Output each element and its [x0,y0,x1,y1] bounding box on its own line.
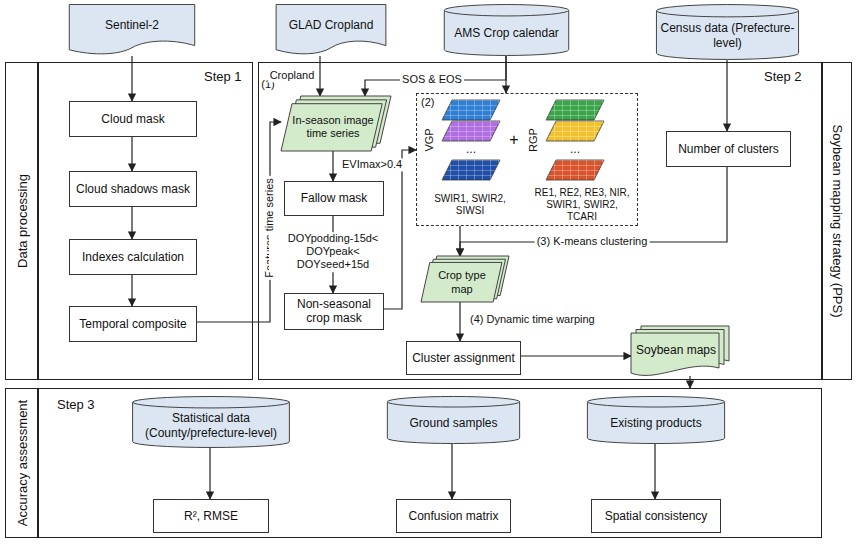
annotation: RE1, RE2, RE3, NIR, SWIR1, SWIR2, TCARI [532,187,632,223]
flow-arrow [654,444,655,499]
step-heading: Step 1 [204,69,242,84]
annotation: ... [570,142,580,156]
process-box: Number of clusters [666,131,791,167]
side-band: Accuracy assessment [5,388,38,538]
vgp-grids [442,100,500,180]
annotation: ... [466,142,476,156]
node-text: In-season image time series [291,114,375,140]
process-box: Fallow mask [284,181,384,216]
process-box: Cluster assignment [406,341,521,375]
flow-arrow [459,302,460,341]
node-text: Ground samples [409,416,497,430]
flow-arrow [451,444,452,499]
edge-label: EVImax>0.4 [340,158,404,171]
process-box: Cloud mask [69,101,197,137]
node-text: Cloud shadows mask [76,182,190,196]
node-text: AMS Crop calendar [454,26,559,40]
edge-label: Cropland [268,69,317,82]
rgp-grids [546,100,604,180]
annotation: SWIR1, SWIR2, SIWSI [423,193,518,217]
result-box: Confusion matrix [396,499,511,533]
node-text: Spatial consistency [605,509,708,523]
node-text: Sentinel-2 [105,18,159,32]
flow-arrow [332,151,333,181]
node-text: Temporal composite [79,317,186,331]
step-panel: Step 2 In-season image time seriesFallow … [258,62,822,380]
node-text: Cloud mask [101,112,164,126]
section-label: Soybean mapping strategy (PPS) [830,125,845,318]
step-heading: Step 3 [57,397,95,412]
flow-arrow [689,376,690,388]
edge-label: SOS & EOS [400,73,464,86]
data-source: GLAD Cropland [275,4,387,56]
annotation: + [509,130,518,149]
map-stack: Soybean maps [631,326,731,376]
node-text: R², RMSE [184,509,238,523]
node-text: Existing products [610,416,701,430]
process-box: Cloud shadows mask [69,171,197,207]
node-text: Crop type map [431,269,493,295]
node-text: Cluster assignment [412,351,515,365]
node-text: Non-seasonal crop mask [289,297,379,326]
edge-label: (3) K-means clustering [535,235,650,248]
side-band: Data processing [5,62,38,380]
edge-label: DOYpodding-15d< DOYpeak< DOYseed+15d [269,232,397,272]
node-text: Soybean maps [636,343,716,357]
flow-arrow [521,355,631,356]
node-text: Number of clusters [678,142,779,156]
step-heading: Step 2 [764,69,802,84]
node-text: Census data (Prefecture-level) [659,21,796,50]
database: Census data (Prefecture-level) [655,4,800,60]
flow-arrow [131,275,132,306]
flow-arrow [197,122,281,322]
database: Statistical data (County/prefecture-leve… [131,396,291,448]
process-box: Temporal composite [69,306,197,342]
image-stack: Crop type map [421,256,509,302]
section-label: Data processing [14,174,29,268]
image-stack: In-season image time series [281,96,391,151]
annotation: VGP [423,128,436,151]
flow-arrow [384,150,416,309]
flow-arrow [209,448,210,499]
flow-arrow [131,207,132,239]
database: Existing products [586,396,726,444]
node-text: Indexes calculation [82,250,184,264]
process-box: Non-seasonal crop mask [284,293,384,330]
node-text: Confusion matrix [408,509,498,523]
annotation: RGP [527,128,540,152]
database: AMS Crop calendar [443,4,570,56]
node-text: GLAD Cropland [289,18,374,32]
data-source: Sentinel-2 [68,4,196,56]
node-text: Statistical data (County/prefecture-leve… [135,411,287,440]
step-heading: (2) [421,96,434,108]
step-panel: Step 3 Statistical data (County/prefectur… [38,388,822,538]
result-box: Spatial consistency [591,499,721,533]
section-label: Accuracy assessment [14,400,29,526]
step-panel: Step 1 Cloud maskCloud shadows maskIndexe… [38,62,253,380]
flow-arrow [131,137,132,171]
node-text: Fallow mask [301,191,368,205]
process-box: Indexes calculation [69,239,197,275]
edge-label: (4) Dynamic time warping [468,313,597,326]
flow-arrow [726,60,727,131]
result-box: R², RMSE [153,499,269,533]
side-band: Soybean mapping strategy (PPS) [822,62,852,380]
database: Ground samples [386,396,521,444]
